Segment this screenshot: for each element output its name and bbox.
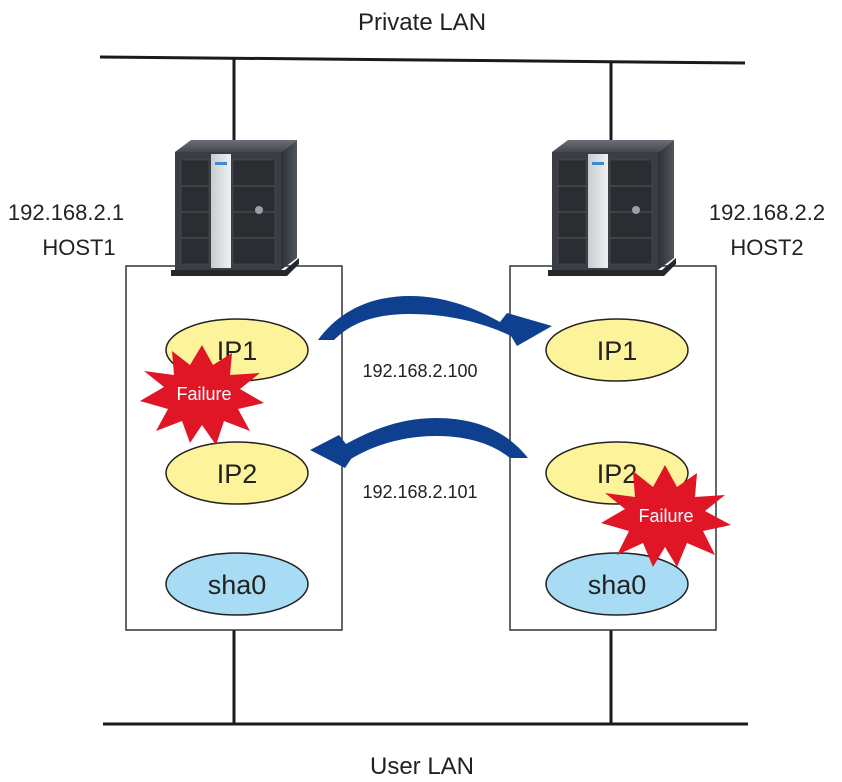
- server-icon: [548, 140, 676, 276]
- host1-name-label: HOST1: [42, 235, 115, 260]
- host1-failure-label: Failure: [176, 384, 231, 404]
- server-icon: [171, 140, 299, 276]
- svg-text:sha0: sha0: [588, 570, 647, 600]
- user-lan-label: User LAN: [370, 753, 474, 780]
- host2-failure-label: Failure: [638, 506, 693, 526]
- curved-arrow-icon: [310, 418, 528, 468]
- private-lan-label: Private LAN: [358, 9, 486, 36]
- host2-sha0-interface: sha0: [545, 552, 689, 616]
- svg-text:IP2: IP2: [597, 459, 638, 489]
- failure-burst-icon: [140, 345, 264, 445]
- svg-text:sha0: sha0: [208, 570, 267, 600]
- host1-sha0-interface: sha0: [165, 552, 309, 616]
- takeover-101-address: 192.168.2.101: [362, 482, 477, 502]
- svg-text:IP2: IP2: [217, 459, 258, 489]
- curved-arrow-icon: [318, 296, 552, 346]
- host2-name-label: HOST2: [730, 235, 803, 260]
- host2-ip-label: 192.168.2.2: [709, 200, 825, 225]
- private-lan-line: [99, 55, 746, 65]
- failure-burst-icon: [601, 465, 731, 567]
- host1-ip2-interface: IP2: [165, 441, 309, 505]
- svg-text:IP1: IP1: [597, 336, 638, 366]
- takeover-100-address: 192.168.2.100: [362, 361, 477, 381]
- host2-ip1-interface: IP1: [545, 318, 689, 382]
- host1-ip-label: 192.168.2.1: [8, 200, 124, 225]
